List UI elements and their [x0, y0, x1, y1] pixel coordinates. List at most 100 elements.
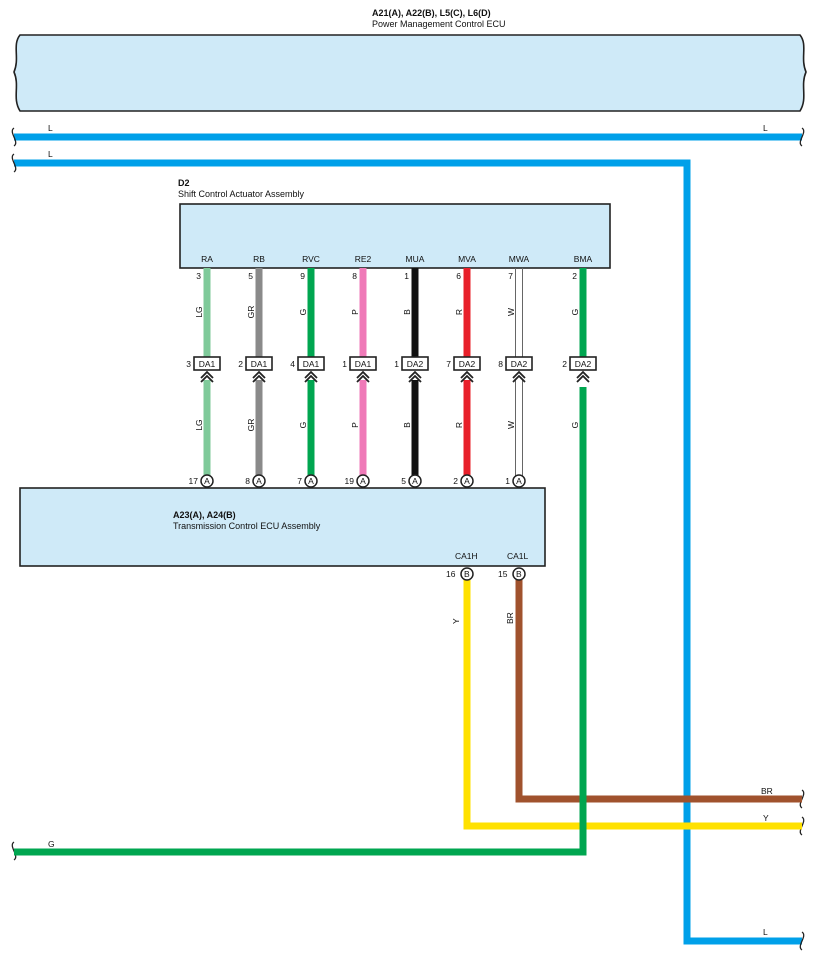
actuator-pin-num: 7	[508, 271, 513, 281]
pin-column-ra: RA3LGLGDA13A17RA	[186, 254, 221, 501]
wire-color-upper: R	[454, 309, 464, 315]
tcm-connector-circle	[304, 474, 318, 488]
actuator-pin-num: 3	[196, 271, 201, 281]
junction-pin-num: 2	[562, 359, 567, 369]
wire-color-upper: B	[402, 309, 412, 315]
junction-connector-label: DA1	[251, 359, 268, 369]
junction-connector	[505, 356, 533, 371]
actuator-ref: D2	[178, 178, 190, 188]
wire-color-lower: R	[454, 422, 464, 428]
tcm-name: Transmission Control ECU Assembly	[173, 521, 321, 531]
junction-connector-label: DA2	[459, 359, 476, 369]
wire-BR-ca1l	[515, 580, 802, 803]
junction-connector-label: DA2	[511, 359, 528, 369]
junction-connector-label: DA1	[199, 359, 216, 369]
tcm-connector-circle	[460, 474, 474, 488]
actuator-pin-num: 1	[404, 271, 409, 281]
actuator-pin-label: MWA	[509, 254, 530, 264]
junction-connector-label: DA2	[575, 359, 592, 369]
junction-connector	[569, 356, 597, 371]
wire-label-top2-left: L	[48, 149, 53, 159]
can-conn-letter-16: B	[464, 569, 470, 579]
tcm-connector-letter: A	[516, 476, 522, 486]
junction-chevron-icon	[408, 370, 422, 383]
wire-color-upper: LG	[194, 306, 204, 317]
can-pin-num-16: 16	[446, 569, 456, 579]
actuator-pin-label: MUA	[406, 254, 425, 264]
actuator-pin-label: RA	[201, 254, 213, 264]
pin-column-rb: RB5GRGRDA12A8RB	[238, 254, 273, 501]
junction-pin-num: 7	[446, 359, 451, 369]
wire-color-lower: G	[298, 422, 308, 429]
wire-label-L-bottom: L	[763, 927, 768, 937]
top-ecu-name: Power Management Control ECU	[372, 19, 506, 29]
wire-color-lower: LG	[194, 419, 204, 430]
tcm-connector-letter: A	[464, 476, 470, 486]
junction-pin-num: 4	[290, 359, 295, 369]
junction-connector	[297, 356, 325, 371]
pin-column-mwa: MWA7WWDA28A1MWA	[498, 254, 533, 501]
wire-color-upper: G	[298, 309, 308, 316]
wire-label-top1-left: L	[48, 123, 53, 133]
junction-pin-num: 8	[498, 359, 503, 369]
can-connector-ca1h: 16 B	[446, 567, 474, 581]
tcm-pin-num: 7	[297, 476, 302, 486]
tcm-connector-circle	[356, 474, 370, 488]
actuator-pin-num: 8	[352, 271, 357, 281]
wire-label-BR-vert: BR	[505, 612, 515, 624]
junction-pin-num: 3	[186, 359, 191, 369]
tcm-pin-num: 17	[189, 476, 199, 486]
tcm-pin-num: 1	[505, 476, 510, 486]
wire-color-upper: W	[506, 308, 516, 316]
wire-label-Y-vert: Y	[451, 618, 461, 624]
junction-chevron-icon	[304, 370, 318, 383]
pin-column-re2: RE28PPDA11A19E2	[342, 254, 377, 501]
junction-chevron-icon	[512, 370, 526, 383]
wire-color-lower: G	[570, 422, 580, 429]
junction-connector	[401, 356, 429, 371]
junction-connector-label: DA1	[355, 359, 372, 369]
pin-column-mva: MVA6RRDA27A2MVA	[446, 254, 481, 501]
junction-chevron-icon	[576, 370, 590, 383]
actuator-pin-label: MVA	[458, 254, 476, 264]
tcm-connector-letter: A	[256, 476, 262, 486]
actuator-pin-label: BMA	[574, 254, 593, 264]
actuator-pin-num: 6	[456, 271, 461, 281]
tcm-pin-num: 5	[401, 476, 406, 486]
wire-label-BR-end: BR	[761, 786, 773, 796]
junction-connector-label: DA2	[407, 359, 424, 369]
wire-G-bma-down	[14, 387, 587, 856]
tcm-box	[19, 487, 546, 567]
wire-L-top-2	[14, 159, 802, 945]
junction-connector	[453, 356, 481, 371]
wire-color-lower: B	[402, 422, 412, 428]
tcm-ref: A23(A), A24(B)	[173, 510, 236, 520]
wire-color-upper: P	[350, 309, 360, 315]
actuator-box	[179, 203, 611, 269]
junction-connector	[349, 356, 377, 371]
tcm-connector-circle	[512, 474, 526, 488]
actuator-name: Shift Control Actuator Assembly	[178, 189, 305, 199]
wire-Y-ca1h	[463, 580, 802, 830]
junction-chevron-icon	[252, 370, 266, 383]
tcm-pin-num: 19	[345, 476, 355, 486]
actuator-pin-label: RVC	[302, 254, 320, 264]
junction-connector	[245, 356, 273, 371]
top-ecu-box	[13, 34, 807, 112]
junction-chevron-icon	[200, 370, 214, 383]
wire-color-lower: GR	[246, 419, 256, 432]
wire-label-G-left: G	[48, 839, 55, 849]
wire-color-lower: P	[350, 422, 360, 428]
can-pin-num-15: 15	[498, 569, 508, 579]
pin-wires: RA3LGLGDA13A17RARB5GRGRDA12A8RBRVC9GGDA1…	[186, 254, 597, 501]
pin-column-rvc: RVC9GGDA14A7VC	[290, 254, 325, 501]
actuator-pin-num: 9	[300, 271, 305, 281]
junction-connector	[193, 356, 221, 371]
wire-color-upper: G	[570, 309, 580, 316]
wire-color-lower: W	[506, 421, 516, 429]
tcm-connector-letter: A	[308, 476, 314, 486]
junction-chevron-icon	[356, 370, 370, 383]
actuator-pin-num: 2	[572, 271, 577, 281]
junction-pin-num: 1	[342, 359, 347, 369]
